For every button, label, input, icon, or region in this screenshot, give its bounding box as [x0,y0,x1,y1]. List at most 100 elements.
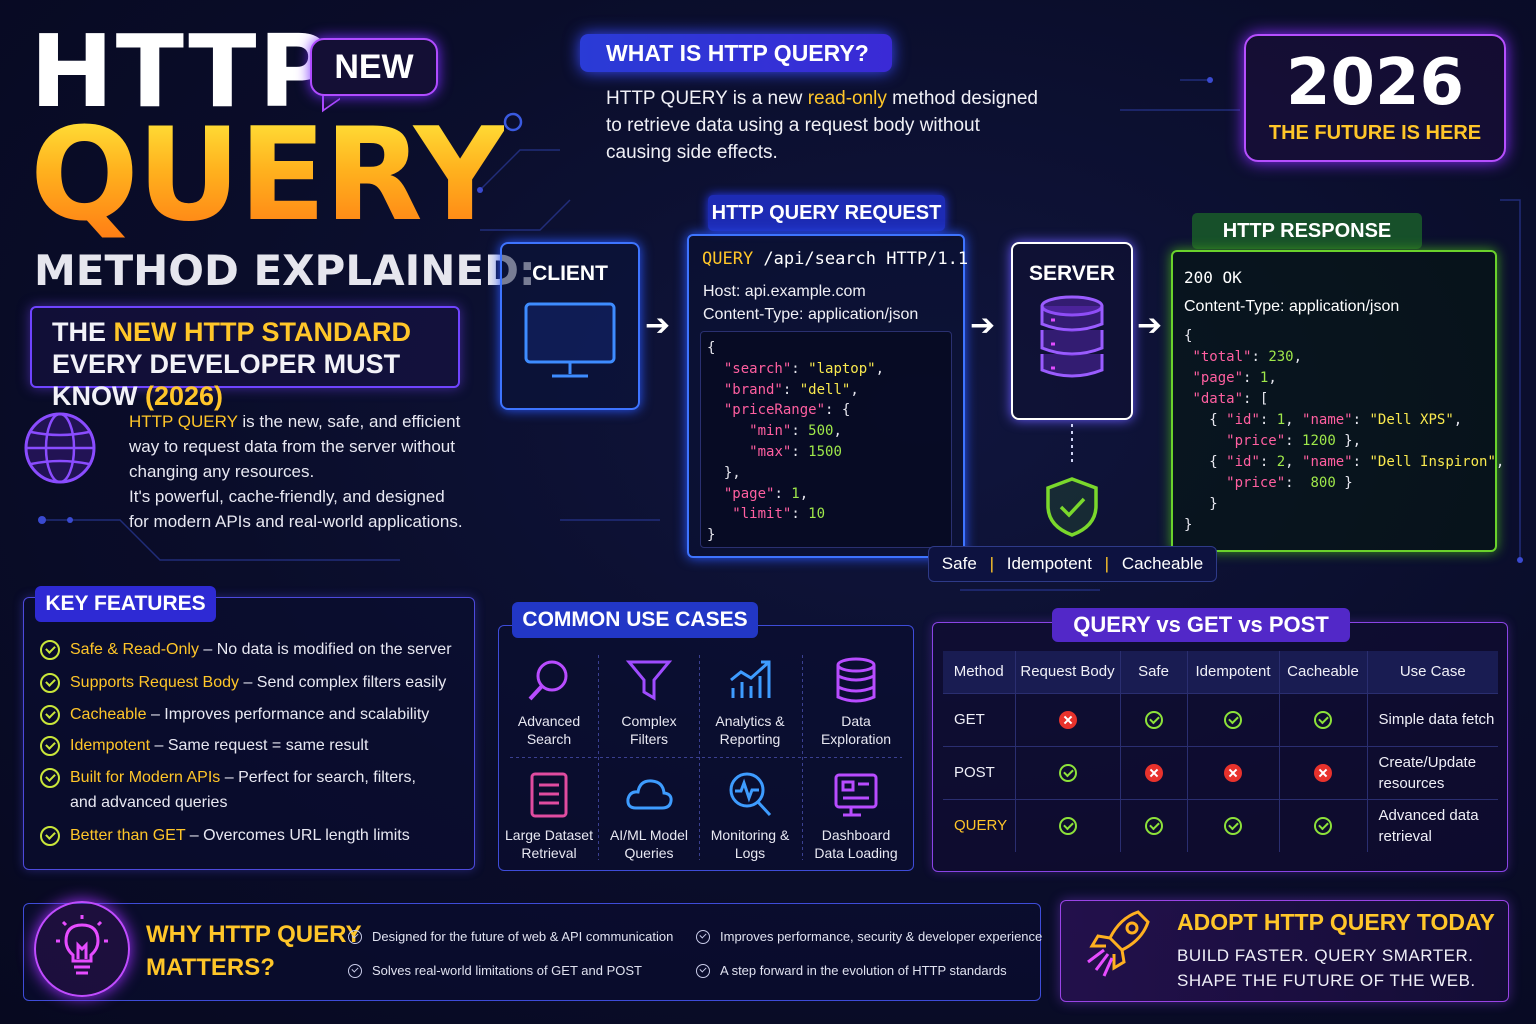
request-method: QUERY [702,249,754,269]
why-item-text: Designed for the future of web & API com… [372,929,674,944]
feature-item: Idempotent – Same request = same result [40,733,465,758]
check-icon [1144,816,1163,835]
check-icon [40,673,60,693]
adopt-subtitle: BUILD FASTER. QUERY SMARTER. SHAPE THE F… [1177,943,1476,993]
use-cases-title: COMMON USE CASES [512,602,758,638]
use-case-monitoring: Monitoring & Logs [700,770,800,862]
response-headers: 200 OK Content-Type: application/json [1184,263,1399,321]
feature-name: Safe & Read-Only [70,641,199,658]
method-properties: Safe | Idempotent | Cacheable [928,546,1217,582]
comparison-table: Method Request Body Safe Idempotent Cach… [943,651,1498,852]
use-case-label: Filters [629,731,669,747]
request-line: QUERY /api/search HTTP/1.1 [702,249,968,269]
new-badge: NEW [310,38,438,96]
use-case-label: Advanced [517,713,581,729]
response-json: { "total": 230, "page": 1, "data": [ { "… [1184,328,1505,533]
adopt-panel [1060,900,1509,1002]
check-icon [40,826,60,846]
table-row: GET Simple data fetch [943,692,1498,746]
monitor-icon [524,302,616,378]
arrow-server-to-response: ➔ [1137,309,1163,342]
feature-name: Cacheable [70,706,147,723]
intro-highlight: HTTP QUERY [129,412,238,431]
why-item: A step forward in the evolution of HTTP … [696,963,1007,978]
standard-year: (2026) [144,381,224,411]
what-is-title: WHAT IS HTTP QUERY? [580,34,892,72]
feature-desc: – Send complex filters easily [239,674,447,691]
year-tagline: THE FUTURE IS HERE [1268,122,1482,144]
use-case-label: Exploration [820,731,892,747]
method-cell: POST [943,745,1016,799]
method-cell: QUERY [943,798,1016,852]
cross-icon [1058,710,1077,729]
request-content-type: Content-Type: application/json [703,306,919,323]
property-idempotent: Idempotent [1006,554,1092,573]
title-method-explained: METHOD EXPLAINED: [34,246,536,295]
cross-icon [1314,763,1332,782]
title-query: QUERY [30,101,506,250]
safe-cell [1120,745,1188,799]
safe-cell [1120,692,1188,746]
check-icon [1058,763,1077,782]
method-cell: GET [943,692,1016,746]
adopt-line2: SHAPE THE FUTURE OF THE WEB. [1177,971,1476,990]
idempotent-cell [1187,692,1280,746]
arrow-client-to-request: ➔ [645,309,671,342]
check-icon [40,768,60,788]
use-case-label: Monitoring & [710,827,790,843]
feature-item: Safe & Read-Only – No data is modified o… [40,637,465,662]
lightbulb-icon [56,915,108,975]
use-case-text: Advanced data [1378,806,1479,824]
client-label: CLIENT [532,262,608,285]
cross-icon [1224,763,1242,782]
check-icon [696,929,710,944]
response-status: 200 OK [1184,268,1242,287]
pulse-search-icon [729,772,772,817]
why-item: Solves real-world limitations of GET and… [348,963,642,978]
standard-highlight: NEW HTTP STANDARD [113,317,412,347]
response-content-type: Content-Type: application/json [1184,298,1400,315]
feature-desc: – Same request = same result [150,737,369,754]
request-headers: Host: api.example.com Content-Type: appl… [703,280,918,326]
divider [510,757,902,758]
use-case-label: Analytics & [715,713,785,729]
table-header-row: Method Request Body Safe Idempotent Cach… [943,651,1498,693]
feature-item: Built for Modern APIs – Perfect for sear… [40,765,440,815]
use-cases-panel [498,625,914,871]
request-path: /api/search HTTP/1.1 [753,249,969,269]
check-icon [40,705,60,725]
why-item: Improves performance, security & develop… [696,929,1042,944]
use-case-label: Queries [624,845,674,861]
server-box: SERVER [1011,242,1133,420]
feature-item: Supports Request Body – Send complex fil… [40,670,465,695]
feature-item: Cacheable – Improves performance and sca… [40,702,465,727]
use-case-text: Create/Update [1378,753,1477,771]
why-item-text: Solves real-world limitations of GET and… [372,963,642,978]
cross-icon [1144,763,1163,782]
key-features-title: KEY FEATURES [35,586,216,622]
year-number: 2026 [1285,46,1465,120]
database-icon [836,657,876,703]
what-is-before: HTTP QUERY is a new [606,88,808,109]
shield-check-icon [1046,477,1098,537]
use-case-label: Search [526,731,572,747]
feature-desc: – Perfect for search, filters, and advan… [70,769,416,811]
cloud-icon [626,779,673,810]
list-document-icon [530,772,568,818]
idempotent-cell [1187,745,1280,799]
why-item-text: A step forward in the evolution of HTTP … [720,963,1007,978]
funnel-icon [625,660,673,701]
feature-desc: – No data is modified on the server [198,641,452,658]
check-icon [40,640,60,660]
why-title-line2: MATTERS? [146,954,275,981]
use-case-label: Logs [734,845,766,861]
response-title: HTTP RESPONSE [1192,213,1422,249]
lightbulb-badge [34,901,130,997]
feature-desc: – Improves performance and scalability [146,706,430,723]
feature-name: Idempotent [70,737,151,754]
